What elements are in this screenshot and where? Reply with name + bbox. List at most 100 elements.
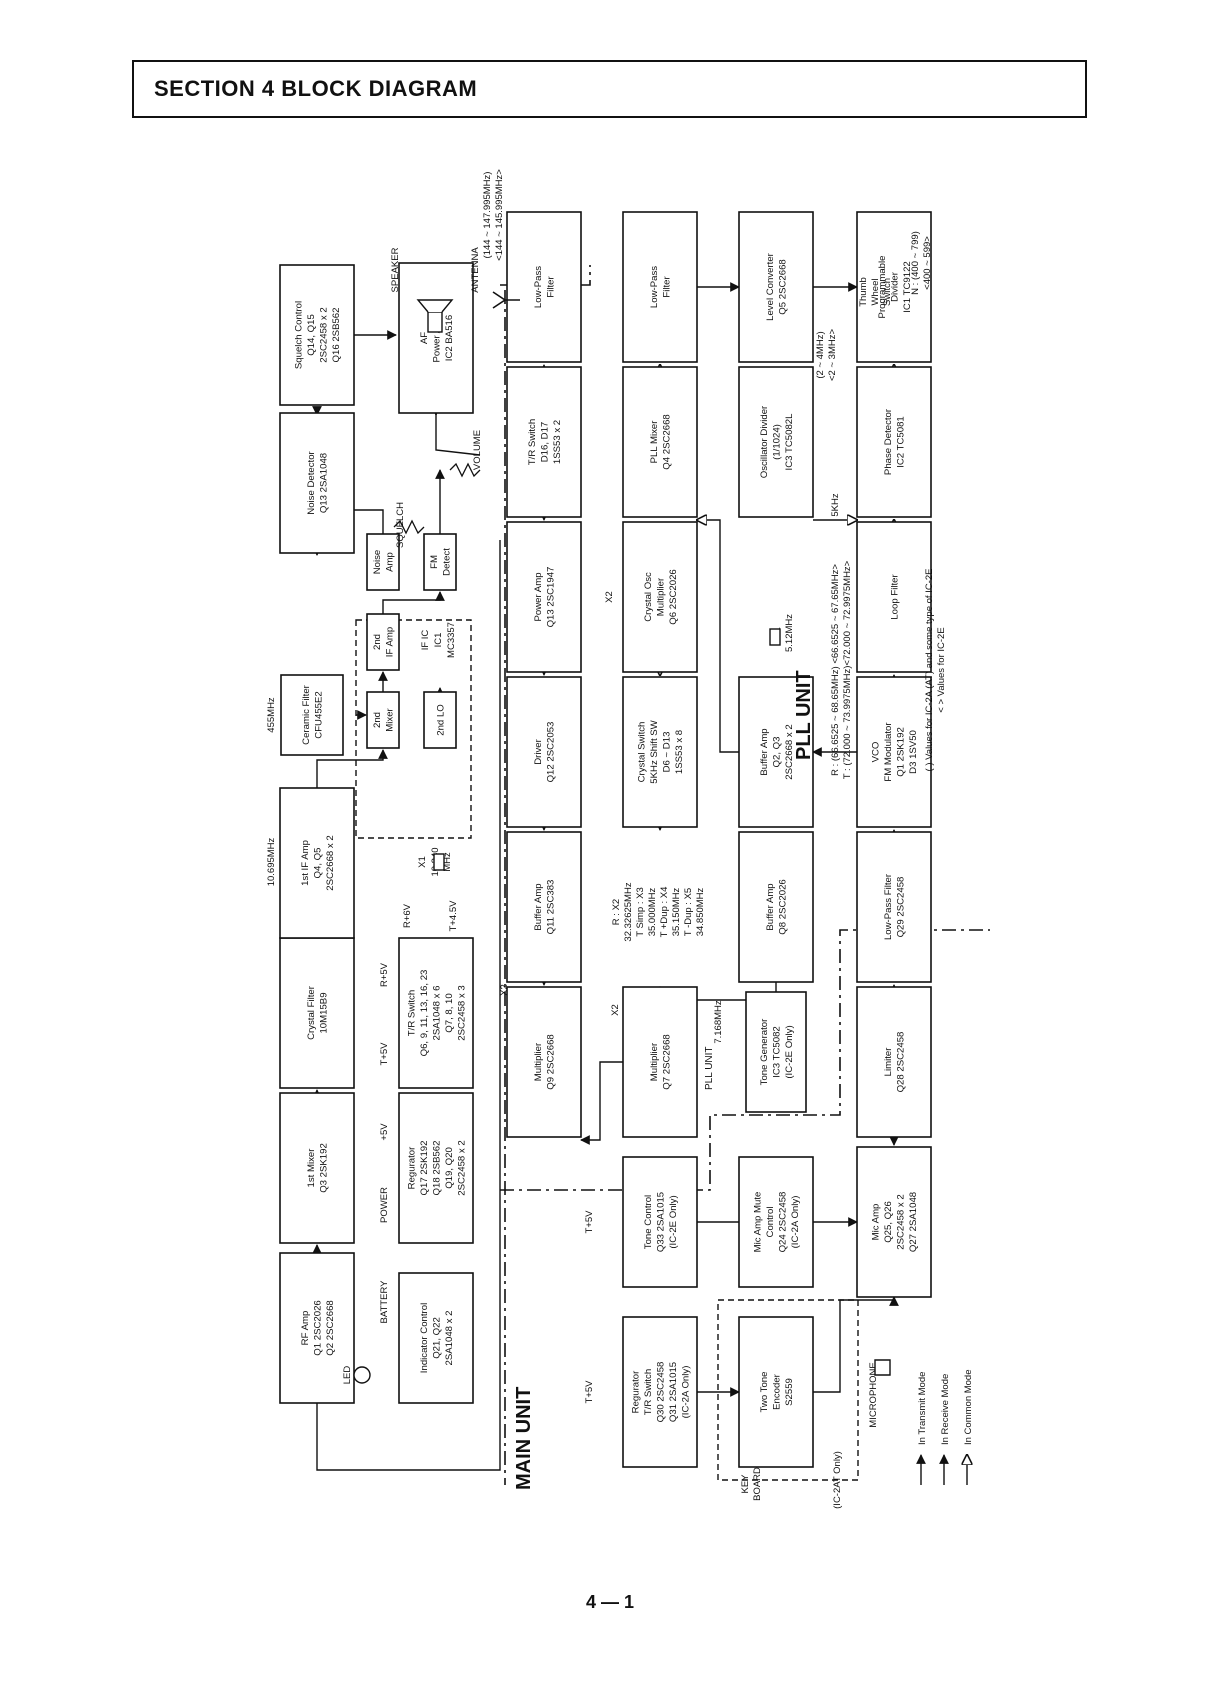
label-simp: T Simp : X3	[635, 887, 646, 936]
block-text: VCO	[871, 742, 882, 763]
block-text: Q5 2SC2668	[778, 259, 789, 314]
label-microphone: MICROPHONE	[868, 1362, 879, 1427]
block-text: IC3 TC5082	[771, 1026, 782, 1078]
block-box	[398, 937, 474, 1089]
block-text: Multiplier	[649, 1042, 660, 1081]
label-dup-minus: T -Dup : X5	[683, 888, 694, 936]
block-text: (1/1024)	[771, 424, 782, 460]
block-text: Q31 2SA1015	[668, 1362, 679, 1422]
block-text: Squelch Control	[294, 301, 305, 369]
block-text: Regurator	[630, 1370, 641, 1413]
label-7168: 7.168MHz	[713, 1000, 724, 1044]
block-text: Q2, Q3	[771, 737, 782, 768]
block-text: Indicator Control	[419, 1303, 430, 1373]
block-text: Buffer Amp	[765, 883, 776, 930]
block-text: Power Amp	[431, 313, 442, 362]
block-text: Filter	[546, 276, 557, 298]
pll-unit-small-label: PLL UNIT	[704, 1046, 715, 1090]
block-text: Q28 2SC2458	[896, 1032, 907, 1093]
label-t5v-tone: T+5V	[584, 1210, 595, 1234]
block-text: Detect	[442, 548, 453, 576]
block-text: 2SC2458 x 3	[456, 985, 467, 1040]
block-box	[738, 831, 814, 983]
label-x1-mhz: MHz	[442, 852, 453, 872]
block-text: Q13 2SC1947	[546, 567, 557, 628]
block-text: Loop Filter	[889, 574, 900, 620]
block-text: Filter	[662, 276, 673, 298]
block-text: Q30 2SC2458	[655, 1362, 666, 1423]
label-dup-plus-f: 35.150MHz	[671, 887, 682, 936]
block-text: Mic Amp Mute	[753, 1192, 764, 1253]
labels-layer: 10.695MHz455MHzX110.240MHzIF ICIC1MC3357…	[266, 169, 947, 1509]
block-box	[622, 676, 698, 828]
block-text: 2SA1048 x 2	[444, 1311, 455, 1366]
block-text: Divider	[889, 271, 900, 302]
block-text: Q16 2SB562	[331, 308, 342, 363]
block-box	[622, 1316, 698, 1468]
block-text: 2nd	[372, 712, 383, 728]
block-text: Q9 2SC2668	[546, 1034, 557, 1089]
block-text: IC3 TC5082L	[784, 413, 795, 471]
label-squelch: SQUELCH	[395, 502, 406, 548]
block-text: Two Tone	[759, 1372, 770, 1413]
block-text: Oscillator Divider	[759, 405, 770, 478]
label-ic2at-only: (IC-2AT Only)	[832, 1451, 843, 1509]
block-text: 1SS53 x 8	[674, 730, 685, 774]
block-text: Multiplier	[533, 1042, 544, 1081]
block-text: (IC-2A Only)	[790, 1196, 801, 1249]
label-x2-osc: X2	[604, 591, 615, 603]
label-battery: BATTERY	[379, 1280, 390, 1324]
legend-text: In Receive Mode	[940, 1374, 951, 1445]
block-box	[622, 521, 698, 673]
block-box	[366, 691, 400, 749]
label-t45v: T+4.5V	[448, 900, 459, 932]
block-text: Low-Pass	[533, 266, 544, 308]
label-plus5v: +5V	[379, 1123, 390, 1141]
label-t5v-main: T+5V	[379, 1042, 390, 1066]
label-10695mhz: 10.695MHz	[266, 837, 277, 886]
block-box	[622, 1156, 698, 1288]
microphone-icon	[874, 1359, 891, 1376]
label-t5v-reg: T+5V	[584, 1380, 595, 1404]
block-box	[856, 831, 932, 983]
antenna-icon	[492, 291, 520, 309]
block-text: D6 ~ D13	[662, 732, 673, 773]
block-text: Phase Detector	[883, 408, 894, 475]
label-antenna: ANTENNA	[470, 247, 481, 293]
block-text: Q11 2SC383	[546, 880, 557, 935]
block-box	[738, 211, 814, 363]
label-ic1: IC1	[433, 633, 444, 648]
block-text: Q13 2SA1048	[319, 453, 330, 513]
label-2-3mhz: <2 ~ 3MHz>	[827, 329, 838, 381]
block-text: D3 1SV50	[908, 730, 919, 774]
block-text: Buffer Amp	[533, 883, 544, 930]
block-box	[856, 211, 932, 363]
block-text: 2SC2668 x 2	[784, 724, 795, 779]
label-x2-rf: X2	[499, 984, 510, 996]
block-box	[366, 533, 400, 591]
block-text: Encoder	[771, 1373, 782, 1410]
block-text: 2SC2668 x 2	[325, 835, 336, 890]
block-text: Q4 2SC2668	[662, 414, 673, 469]
block-text: 2SC2458 x 2	[896, 1194, 907, 1249]
legend-receive: In Receive Mode	[939, 1374, 951, 1485]
block-box	[856, 366, 932, 518]
block-text: 1st IF Amp	[300, 840, 311, 886]
